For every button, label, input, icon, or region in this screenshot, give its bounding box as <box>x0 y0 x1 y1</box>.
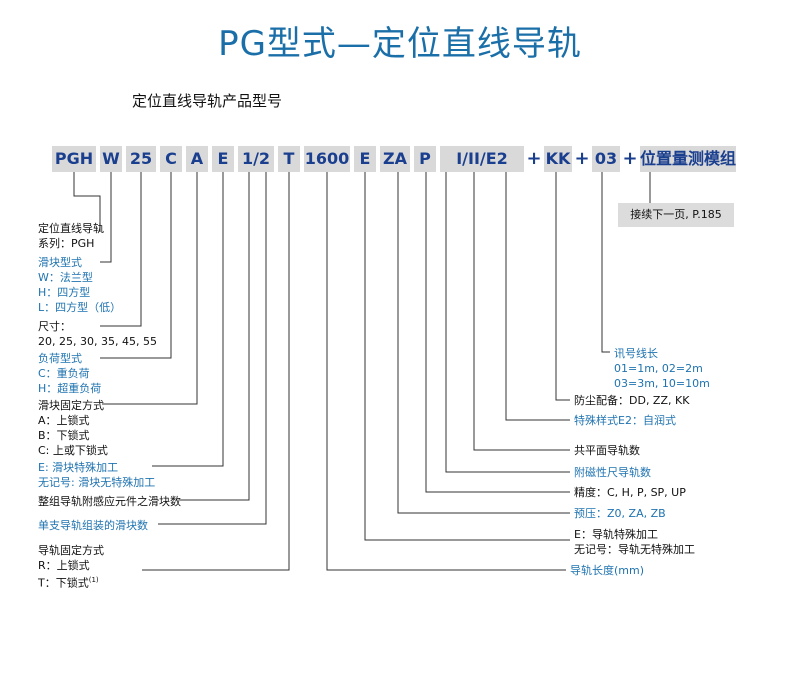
block-type-label: 滑块型式 W：法兰型 H：四方型 L：四方型（低） <box>38 255 121 315</box>
series-value: 系列：PGH <box>38 237 95 250</box>
plus-sign: + <box>574 148 590 169</box>
block-special-e: E: 滑块特殊加工 <box>38 461 119 474</box>
code-segment-cable: 03 <box>592 146 620 172</box>
block-mount-a: A：上锁式 <box>38 414 90 427</box>
code-segment-load-type: C <box>160 146 182 172</box>
cable-length-values-1: 01=1m, 02=2m <box>614 362 703 375</box>
sensor-blocks-text: 整组导轨附感应元件之滑块数 <box>38 495 181 508</box>
load-type-title: 负荷型式 <box>38 352 82 365</box>
load-type-c: C：重负荷 <box>38 367 90 380</box>
rail-mount-t-line: T：下锁式(1) <box>38 573 104 591</box>
rail-special-label: E：导轨特殊加工 无记号：导轨无特殊加工 <box>574 527 695 557</box>
rail-mount-label: 导轨固定方式 R：上锁式 T：下锁式(1) <box>38 543 104 591</box>
cable-length-values-2: 03=3m, 10=10m <box>614 377 710 390</box>
common-plane-text: 共平面导轨数 <box>574 444 640 457</box>
code-segment-blocks: 1/2 <box>238 146 274 172</box>
dust-label: 防尘配备：DD, ZZ, KK <box>574 393 689 408</box>
block-mount-title: 滑块固定方式 <box>38 399 104 412</box>
code-segment-preload: ZA <box>380 146 410 172</box>
accuracy-text: 精度：C, H, P, SP, UP <box>574 486 686 499</box>
size-values: 20, 25, 30, 35, 45, 55 <box>38 335 157 348</box>
page-subtitle: 定位直线导轨产品型号 <box>132 92 283 110</box>
code-segment-accuracy: P <box>414 146 436 172</box>
cable-length-label: 讯号线长 01=1m, 02=2m 03=3m, 10=10m <box>614 346 710 391</box>
block-mount-label: 滑块固定方式 A：上锁式 B：下锁式 C: 上或下锁式 <box>38 398 108 458</box>
footnote-marker: (1) <box>88 576 99 584</box>
rail-mount-r: R：上锁式 <box>38 559 90 572</box>
preload-text: 预压：Z0, ZA, ZB <box>574 507 666 520</box>
plus-sign: + <box>526 148 542 169</box>
preload-label: 预压：Z0, ZA, ZB <box>574 506 666 521</box>
code-segment-block-special: E <box>212 146 234 172</box>
plus-sign: + <box>622 148 638 169</box>
code-segment-rail-counts: I/II/E2 <box>440 146 524 172</box>
block-mount-b: B：下锁式 <box>38 429 90 442</box>
code-segment-rail-length: 1600 <box>304 146 350 172</box>
next-page-note: 接续下一页, P.185 <box>618 203 734 227</box>
size-label: 尺寸： 20, 25, 30, 35, 45, 55 <box>38 319 157 349</box>
code-segment-rail-mount: T <box>278 146 300 172</box>
code-segment-size: 25 <box>126 146 156 172</box>
code-segment-position-module: 位置量测模组 <box>640 146 736 172</box>
series-label: 定位直线导轨 系列：PGH <box>38 221 104 251</box>
size-title: 尺寸： <box>38 320 71 333</box>
block-type-w: W：法兰型 <box>38 271 93 284</box>
rail-mount-title: 导轨固定方式 <box>38 544 104 557</box>
code-segment-block-type: W <box>100 146 122 172</box>
block-mount-c: C: 上或下锁式 <box>38 444 108 457</box>
block-special-none: 无记号: 滑块无特殊加工 <box>38 476 156 489</box>
common-plane-label: 共平面导轨数 <box>574 443 640 458</box>
code-segment-rail-special: E <box>354 146 376 172</box>
load-type-h: H：超重负荷 <box>38 382 102 395</box>
load-type-label: 负荷型式 C：重负荷 H：超重负荷 <box>38 351 101 396</box>
magnetic-scale-text: 附磁性尺导轨数 <box>574 466 651 479</box>
block-type-title: 滑块型式 <box>38 256 82 269</box>
special-style-text: 特殊样式E2：自润式 <box>574 414 676 427</box>
rail-length-label: 导轨长度(mm) <box>570 563 644 578</box>
rail-special-e: E：导轨特殊加工 <box>574 528 658 541</box>
rail-length-text: 导轨长度(mm) <box>570 564 645 577</box>
special-style-label: 特殊样式E2：自润式 <box>574 413 676 428</box>
dust-text: 防尘配备：DD, ZZ, KK <box>574 394 690 407</box>
accuracy-label: 精度：C, H, P, SP, UP <box>574 485 686 500</box>
rail-special-none: 无记号：导轨无特殊加工 <box>574 543 695 556</box>
series-title: 定位直线导轨 <box>38 222 104 235</box>
block-special-label: E: 滑块特殊加工 无记号: 滑块无特殊加工 <box>38 460 155 490</box>
single-blocks-text: 单支导轨组装的滑块数 <box>38 519 148 532</box>
code-segment-pgh: PGH <box>52 146 96 172</box>
block-type-h: H：四方型 <box>38 286 91 299</box>
page-title: PG型式—定位直线导轨 <box>218 24 582 64</box>
single-blocks-label: 单支导轨组装的滑块数 <box>38 518 148 533</box>
code-segment-dust: KK <box>544 146 572 172</box>
block-type-l: L：四方型（低） <box>38 301 122 314</box>
magnetic-scale-label: 附磁性尺导轨数 <box>574 465 651 480</box>
sensor-blocks-label: 整组导轨附感应元件之滑块数 <box>38 494 181 509</box>
cable-length-title: 讯号线长 <box>614 347 658 360</box>
rail-mount-t: T：下锁式 <box>38 576 89 590</box>
code-segment-block-mount: A <box>186 146 208 172</box>
